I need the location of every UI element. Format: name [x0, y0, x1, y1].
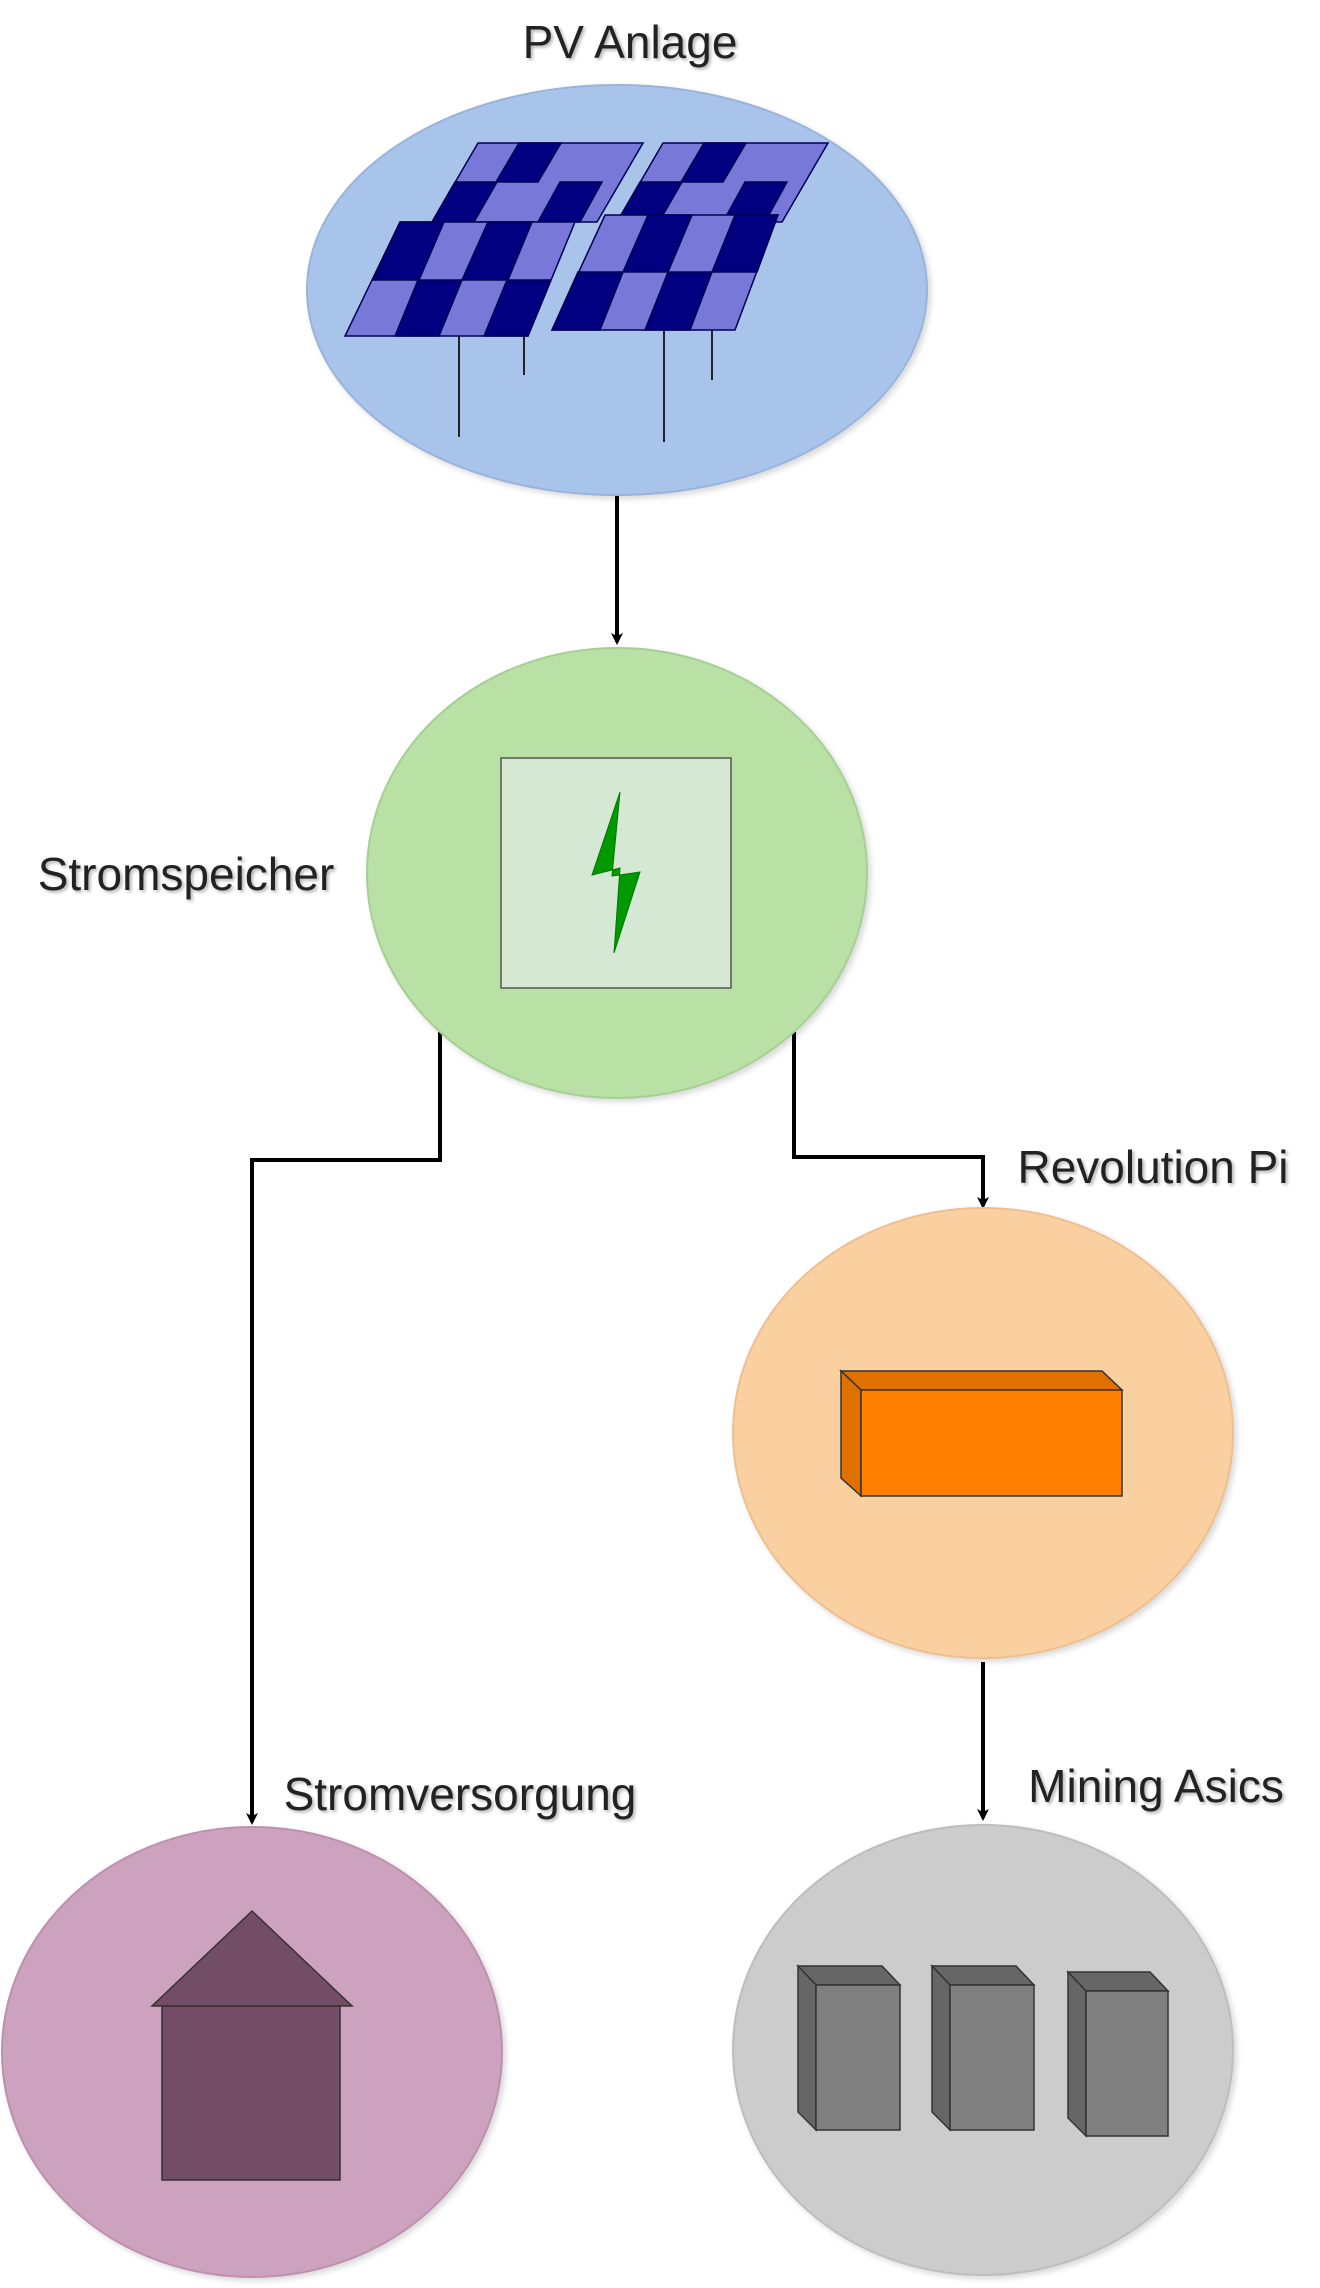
node-mining-asics: Mining Asics: [732, 1760, 1284, 2276]
device-box-icon: [839, 1369, 1124, 1498]
node-stromversorgung: Stromversorgung: [1, 1768, 637, 2278]
node-pv-anlage: PV Anlage: [306, 16, 928, 496]
edge-storage-to-power: [246, 1032, 442, 1825]
storage-node-label: Stromspeicher: [38, 848, 335, 900]
power-node-label: Stromversorgung: [284, 1768, 637, 1820]
house-icon: [150, 1909, 354, 2181]
edge-storage-to-revpi: [792, 1032, 989, 1209]
asics-node-label: Mining Asics: [1028, 1760, 1284, 1812]
pv-node-label: PV Anlage: [523, 16, 738, 68]
node-stromspeicher: Stromspeicher: [38, 647, 868, 1099]
server-blocks-icon: [796, 1964, 1170, 2138]
lightning-bolt-icon: [591, 791, 641, 954]
revpi-node-label: Revolution Pi: [1017, 1141, 1288, 1193]
node-revolution-pi: Revolution Pi: [732, 1141, 1289, 1659]
edges: [246, 495, 989, 1825]
solar-panel-icon: [343, 142, 830, 442]
